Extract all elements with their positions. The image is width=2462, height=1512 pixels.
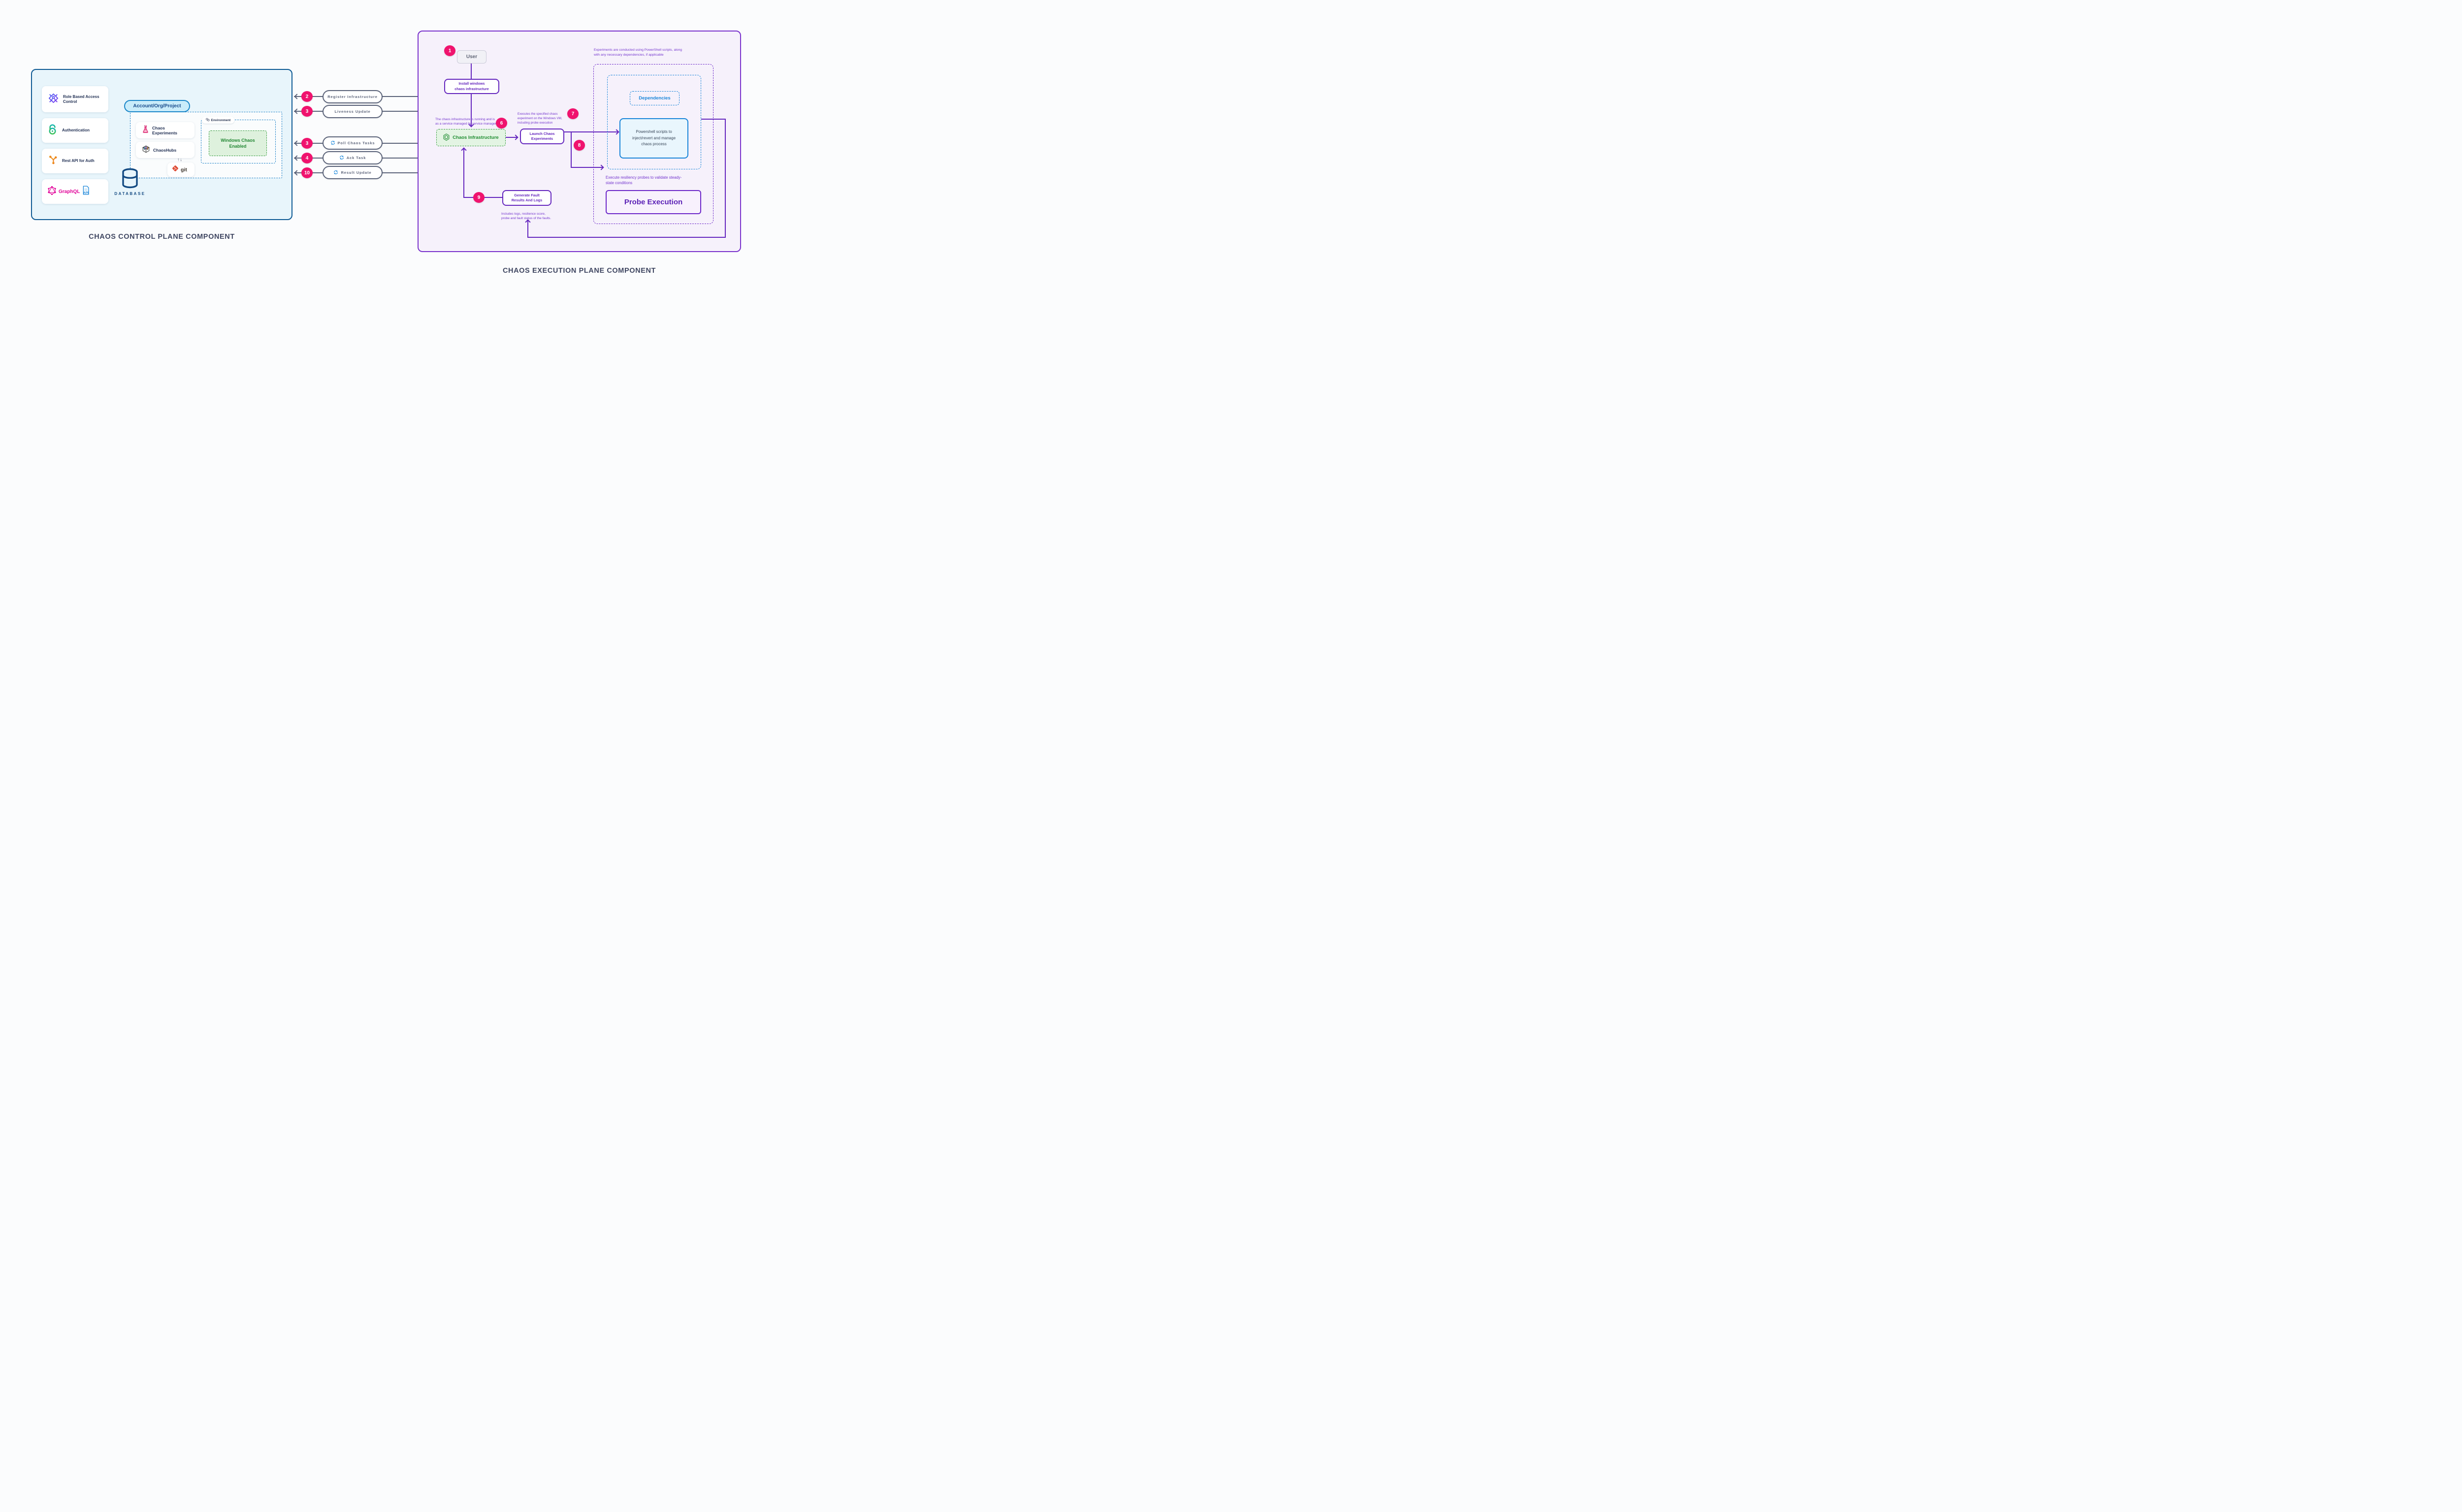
control-plane-title: CHAOS CONTROL PLANE COMPONENT [89,233,235,241]
card-label: Authentication [62,128,90,133]
arrow-left-icon [294,170,300,176]
flow-badge: 10 [301,167,313,178]
environment-pill: Environment [202,117,234,124]
sync-icon [339,155,344,161]
flow-badge: 3 [301,106,313,117]
card-chaoshubs: ChaosHubs [136,142,194,158]
scripts-container [593,64,713,224]
flow-badge: 2 [301,91,313,102]
account-pill: Account/Org/Project [124,100,190,112]
step-badge-6: 6 [496,118,507,129]
flow-label: Result Update [341,170,372,175]
git-label: git [181,166,187,173]
card-rbac: Role Based Access Control [42,86,108,112]
graphql-icon [48,186,56,197]
hexagons-icon [205,118,210,123]
connector [471,94,472,127]
flow-badge: 3 [301,138,313,149]
flow-pill-ack-task: Ack Task [323,151,383,164]
card-label: GraphQL [59,189,80,194]
user-box: User [457,50,486,64]
arrow-left-icon [294,155,300,161]
powershell-scripts-box: Powershell scripts to inject/revert and … [619,118,688,159]
connector [471,64,472,79]
powershell-note: Experiments are conducted using PowerShe… [594,48,682,57]
generate-fault-results-box: Generate Fault Results And Logs [502,190,551,206]
card-graphql: GraphQL API [42,179,108,204]
running-note: The chaos infrastructure is running and … [435,118,496,126]
card-git: git [167,162,194,177]
card-label: ChaosHubs [153,147,177,153]
card-label: Rest API for Auth [62,159,95,163]
test-tube-rack-icon [142,145,150,156]
connector [571,131,572,168]
environment-label: Environment [211,118,231,122]
flow-label: Liveness Update [334,109,371,114]
connector [506,137,518,138]
flow-pill-result-update: Result Update [323,166,383,179]
svg-text:API: API [84,191,89,194]
windows-chaos-enabled-box: Windows Chaos Enabled [209,130,267,156]
git-icon [172,165,179,174]
environment-box [201,120,276,163]
flow-label: Poll Chaos Tasks [337,141,375,145]
flow-badge: 4 [301,153,313,163]
connector [725,119,726,238]
probe-execution-box: Probe Execution [606,190,701,214]
step-badge-9: 9 [473,192,485,203]
git-sync-arrows-icon: ↑↓ [177,157,183,162]
card-rest-api: Rest API for Auth [42,149,108,173]
connector [701,119,726,120]
arrow-left-icon [294,140,300,146]
connector [527,220,529,238]
executes-note: Executes the specified chaos experiment … [518,112,562,125]
dependencies-box: Dependencies [630,91,680,105]
execution-plane-title: CHAOS EXECUTION PLANE COMPONENT [502,267,656,275]
step-badge-1: 1 [444,45,455,56]
card-label: Role Based Access Control [63,94,99,104]
sync-icon [330,140,335,146]
flow-label: Ack Task [346,156,366,160]
hexagon-icon [443,133,450,142]
flow-pill-register-infrastructure: Register Infrastructure [323,90,383,103]
diagram-canvas: Role Based Access Control Authentication… [0,0,759,302]
connector [463,148,465,198]
flow-label: Register Infrastructure [327,95,378,99]
launch-chaos-experiments-box: Launch Chaos Experiments [520,129,564,144]
includes-note: Includes logs, resilience score, probe a… [501,212,551,221]
database-icon [121,168,139,192]
database-label: DATABASE [114,192,146,196]
open-lock-icon [48,124,58,137]
connector [527,237,726,238]
api-document-icon: API [82,186,90,197]
step-badge-7: 7 [567,108,579,119]
card-chaos-experiments: Chaos Experiments [136,122,194,138]
branch-icon [48,155,58,167]
sync-icon [333,170,338,176]
flow-pill-poll-chaos-tasks: Poll Chaos Tasks [323,136,383,150]
flask-icon [142,125,149,136]
card-label: Chaos Experiments [152,125,178,135]
probe-note: Execute resiliency probes to validate st… [606,175,682,185]
connector [571,167,603,168]
powershell-container [607,75,701,169]
step-badge-8: 8 [574,140,585,151]
arrow-left-icon [294,108,300,114]
chaos-infrastructure-label: Chaos Infrastructure [453,135,499,140]
chaos-infrastructure-box: Chaos Infrastructure [436,129,506,146]
install-infrastructure-box: Install windows chaos infrastructure [444,79,499,94]
arrow-left-icon [294,94,300,99]
flow-pill-liveness-update: Liveness Update [323,105,383,118]
rbac-icon [48,93,59,106]
card-authentication: Authentication [42,118,108,143]
connector [564,131,618,133]
